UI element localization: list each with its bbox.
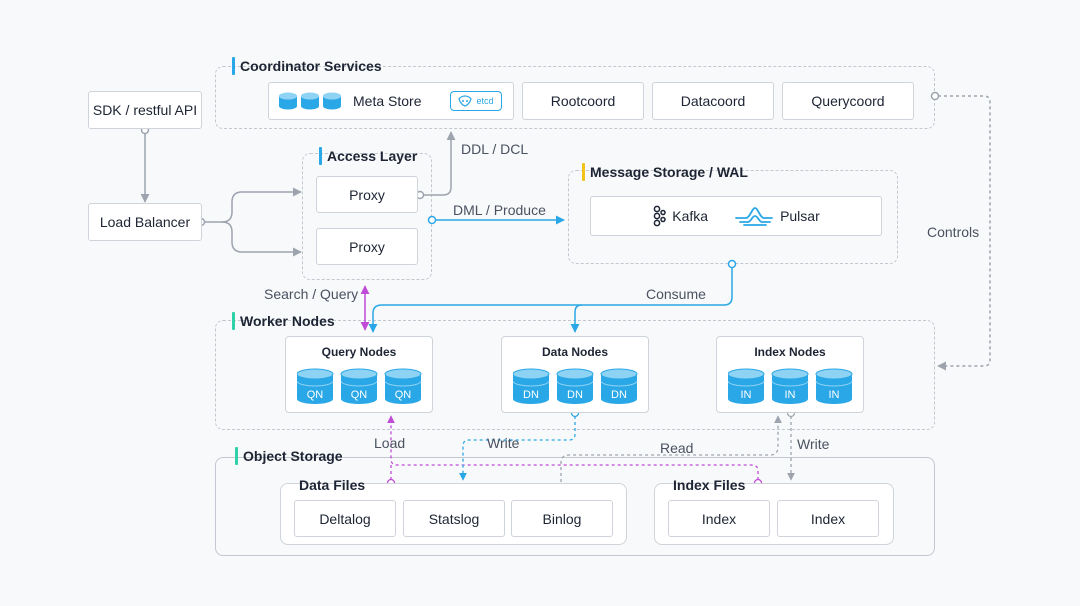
write-data-label: Write [487,435,520,451]
data-write-arrow [459,416,576,481]
data-files-title: Data Files [299,477,366,493]
read-arrow [560,415,782,494]
query-node-cylinder[interactable]: QN [340,368,378,404]
index-node-label: IN [741,389,752,401]
querycoord-box[interactable]: Querycoord [782,82,914,120]
sdk-box[interactable]: SDK / restful API [88,91,202,129]
index-file-box-1[interactable]: Index [668,500,770,537]
data-node-cylinder-set: DN DN DN [512,368,638,404]
message-storage-title: Message Storage / WAL [582,163,748,181]
access-dml-port [427,215,437,225]
controls-arrow [937,95,991,371]
statslog-box[interactable]: Statslog [403,500,505,537]
query-node-cylinder[interactable]: QN [296,368,334,404]
data-nodes-title: Data Nodes [541,345,609,359]
binlog-box[interactable]: Binlog [511,500,613,537]
query-node-cylinder[interactable]: QN [384,368,422,404]
etcd-label: etcd [476,96,494,106]
search-query-label: Search / Query [264,286,359,302]
consume-arrow-query [368,267,733,333]
meta-store-db-icon [279,92,341,110]
coordinator-services-title: Coordinator Services [232,57,382,75]
load-label: Load [374,435,406,451]
kafka-label: Kafka [672,208,709,224]
wal-consume-port [727,259,737,269]
query-node-label: QN [351,389,368,401]
data-node-cylinder[interactable]: DN [556,368,594,404]
read-label: Read [660,440,694,456]
access-layer-title: Access Layer [319,147,417,165]
controls-label: Controls [927,224,980,240]
query-node-label: QN [307,389,324,401]
coordinator-controls-port [930,91,940,101]
index-node-cylinder-set: IN IN IN [727,368,853,404]
data-node-cylinder[interactable]: DN [512,368,550,404]
ddl-dcl-label: DDL / DCL [461,141,529,157]
load-balancer-box[interactable]: Load Balancer [88,203,202,241]
wal-box[interactable]: Kafka Pulsar [590,196,882,236]
index-node-cylinder[interactable]: IN [771,368,809,404]
write-index-label: Write [797,436,830,452]
ddl-dcl-arrow [423,131,456,196]
index-nodes-title: Index Nodes [754,345,826,359]
kafka-icon [652,205,666,227]
index-file-box-2[interactable]: Index [777,500,879,537]
object-storage-title: Object Storage [235,447,343,465]
index-node-label: IN [785,389,796,401]
pulsar-icon [734,205,774,227]
load-arrow [387,415,759,480]
etcd-badge: etcd [450,91,502,111]
data-node-cylinders: DN DN DN [512,368,639,406]
index-node-label: IN [829,389,840,401]
pulsar-label: Pulsar [780,208,820,224]
lb-to-proxy1-arrow [204,187,302,223]
proxy-box-2[interactable]: Proxy [316,228,418,265]
data-node-label: DN [611,389,627,401]
data-node-label: DN [567,389,583,401]
etcd-icon [458,95,473,107]
rootcoord-box[interactable]: Rootcoord [522,82,644,120]
worker-nodes-title: Worker Nodes [232,312,335,330]
consume-label: Consume [646,286,706,302]
index-node-cylinder[interactable]: IN [727,368,765,404]
object-storage-region [215,457,935,556]
data-node-label: DN [523,389,539,401]
query-node-label: QN [395,389,412,401]
query-node-cylinders: QN QN QN [296,368,423,406]
query-node-cylinder-set: QN QN QN [296,368,422,404]
dml-produce-label: DML / Produce [453,202,546,218]
lb-to-proxy2-arrow [221,221,302,257]
meta-store-label: Meta Store [353,93,422,109]
meta-store-box[interactable]: Meta Store etcd [268,82,514,120]
consume-arrow-data [570,304,583,333]
proxy-box-1[interactable]: Proxy [316,176,418,213]
index-node-cylinders: IN IN IN [727,368,854,406]
query-nodes-title: Query Nodes [321,345,397,359]
index-node-cylinder[interactable]: IN [815,368,853,404]
data-node-cylinder[interactable]: DN [600,368,638,404]
datacoord-box[interactable]: Datacoord [652,82,774,120]
deltalog-box[interactable]: Deltalog [294,500,396,537]
index-files-title: Index Files [673,477,746,493]
